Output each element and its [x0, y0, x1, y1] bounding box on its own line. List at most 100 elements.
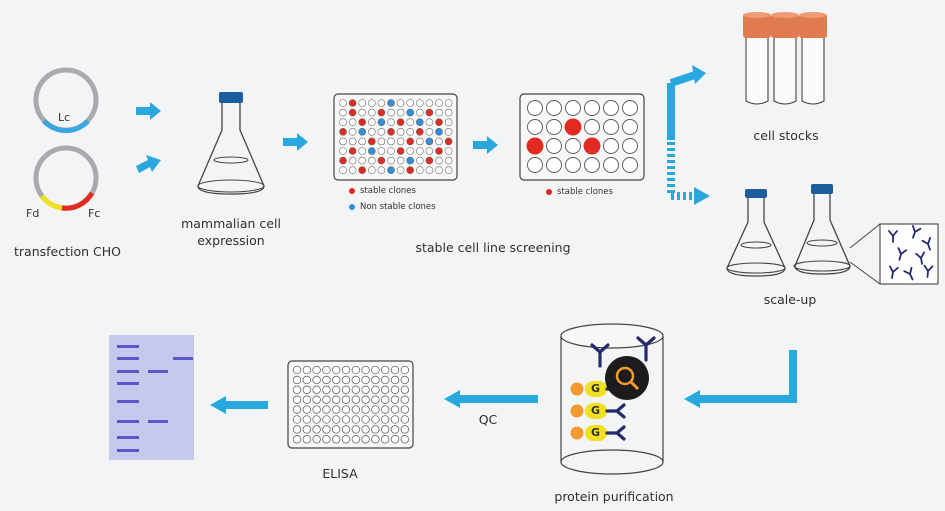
- well: [377, 147, 386, 155]
- well: [603, 157, 619, 173]
- label-fc: Fc: [88, 207, 101, 220]
- protein-g: [585, 425, 607, 441]
- well: [339, 147, 347, 155]
- well: [302, 425, 311, 434]
- label-screening: stable cell line screening: [415, 240, 571, 255]
- well: [527, 100, 543, 116]
- well: [367, 147, 376, 155]
- well: [358, 118, 367, 126]
- purification-column: [560, 323, 664, 475]
- well: [302, 375, 311, 385]
- ladder-band: [117, 345, 139, 348]
- well: [396, 108, 405, 117]
- arrow-to-screening: [283, 133, 308, 151]
- tube-cap: [799, 14, 827, 38]
- well: [444, 147, 453, 155]
- well: [339, 99, 347, 107]
- well: [400, 375, 409, 385]
- well: [339, 128, 347, 136]
- well: [322, 425, 331, 434]
- well: [348, 156, 357, 165]
- well: [358, 128, 367, 136]
- antibody-icon: [912, 225, 922, 239]
- well: [527, 119, 543, 135]
- arrow-to-purification: [684, 350, 797, 408]
- well: [381, 365, 390, 375]
- well: [406, 118, 415, 126]
- well: [322, 385, 331, 394]
- ladder-band: [117, 436, 139, 439]
- well: [381, 375, 390, 385]
- well: [348, 147, 357, 155]
- well: [348, 118, 357, 126]
- well: [387, 147, 395, 155]
- well: [406, 166, 415, 174]
- well: [377, 118, 386, 126]
- protein-g: [585, 381, 607, 397]
- well: [390, 365, 400, 375]
- well: [341, 425, 351, 434]
- well: [425, 99, 434, 107]
- tube-body: [745, 38, 769, 105]
- well: [396, 137, 405, 146]
- well: [358, 147, 367, 155]
- well: [425, 147, 434, 155]
- well: [292, 415, 302, 424]
- well: [361, 385, 370, 394]
- elisa-plate: [287, 360, 414, 449]
- well: [312, 395, 321, 404]
- well: [341, 385, 351, 394]
- well: [358, 108, 367, 117]
- well: [292, 425, 302, 434]
- well: [292, 365, 302, 375]
- sample-band-intact: [173, 357, 193, 360]
- well: [622, 119, 638, 135]
- well: [367, 99, 376, 107]
- tube-cap: [771, 14, 799, 38]
- antibody-icon: [915, 251, 925, 265]
- well: [322, 405, 331, 414]
- ladder-band: [117, 420, 139, 423]
- well: [377, 166, 386, 174]
- well: [351, 375, 360, 385]
- well: [444, 99, 453, 107]
- well: [341, 375, 351, 385]
- well: [387, 137, 395, 146]
- well: [292, 375, 302, 385]
- well: [371, 385, 380, 394]
- well: [339, 137, 347, 146]
- well: [425, 118, 434, 126]
- well: [339, 156, 347, 165]
- well: [322, 435, 331, 444]
- well: [622, 100, 638, 116]
- well: [415, 147, 424, 155]
- well: [377, 156, 386, 165]
- well: [348, 128, 357, 136]
- label-lc: Lc: [58, 111, 71, 124]
- well: [387, 166, 395, 174]
- well: [400, 395, 409, 404]
- well: [371, 435, 380, 444]
- well: [358, 137, 367, 146]
- well: [367, 128, 376, 136]
- well: [387, 156, 395, 165]
- sample-band-hc: [148, 370, 168, 373]
- screening-plate-96: [333, 93, 458, 181]
- well: [361, 425, 370, 434]
- well: [444, 156, 453, 165]
- well: [312, 365, 321, 375]
- arrow-to-gel: [210, 396, 268, 414]
- antibody-icon: [903, 266, 914, 281]
- well: [603, 119, 619, 135]
- tube-cap: [743, 14, 771, 38]
- magnifier-icon: [605, 356, 649, 400]
- well: [387, 128, 395, 136]
- well: [361, 375, 370, 385]
- well: [348, 166, 357, 174]
- well: [367, 156, 376, 165]
- well: [584, 157, 600, 173]
- well: [332, 425, 341, 434]
- well: [361, 415, 370, 424]
- well: [322, 415, 331, 424]
